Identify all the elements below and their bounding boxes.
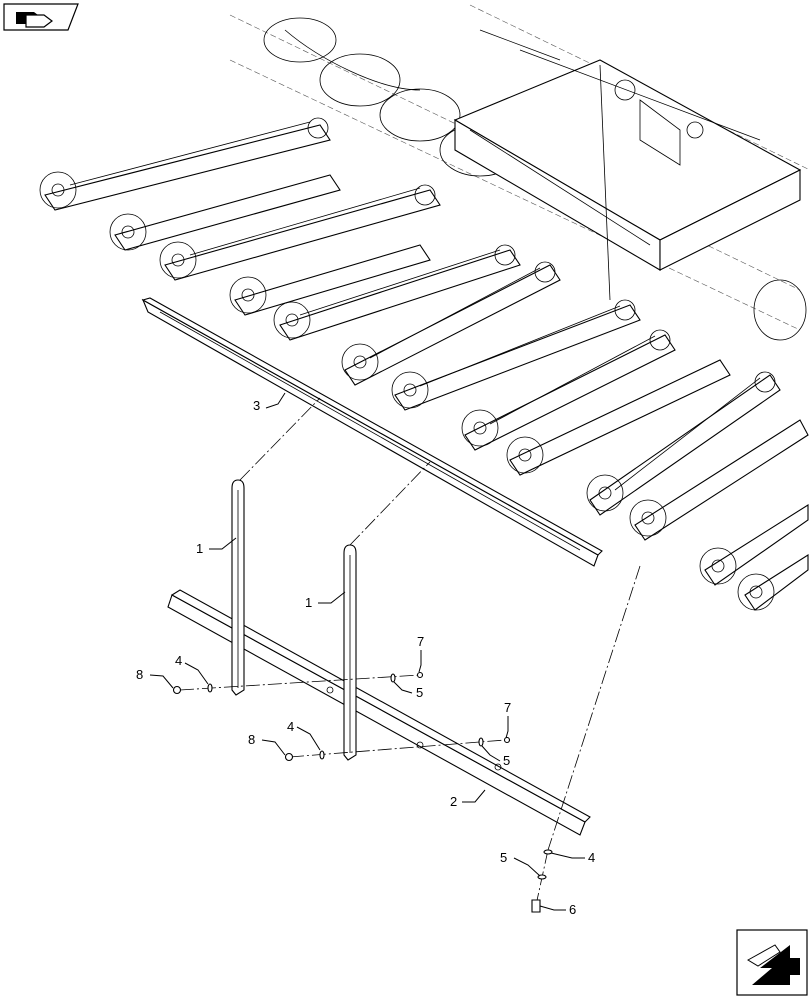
part-3-angle-strip[interactable] (141, 297, 603, 567)
row-unit (737, 553, 809, 611)
callout-4b: 4 (287, 719, 294, 734)
callout-7a: 7 (417, 634, 424, 649)
part-2-angle-strip[interactable] (167, 589, 591, 836)
callout-2: 2 (450, 794, 457, 809)
part-1-handle-left[interactable] (231, 479, 245, 696)
nut-5-left-icon (390, 673, 396, 683)
callout-5a: 5 (416, 685, 423, 700)
alignment-center-lines (179, 397, 641, 906)
row-unit (699, 504, 809, 586)
row-unit (506, 359, 731, 476)
row-unit (39, 117, 331, 211)
washer-4-right-icon (319, 750, 325, 760)
callout-4a: 4 (175, 653, 182, 668)
row-unit (391, 299, 641, 411)
row-unit (341, 261, 561, 386)
bolt-8-left-icon (172, 685, 182, 695)
row-unit (229, 244, 431, 316)
header-assembly-background (39, 4, 811, 611)
callout-8b: 8 (248, 732, 255, 747)
page-nav-icon[interactable] (3, 3, 79, 31)
callout-5c: 5 (500, 850, 507, 865)
row-unit (273, 244, 521, 341)
row-unit (461, 329, 676, 451)
callout-7b: 7 (504, 700, 511, 715)
callout-6: 6 (569, 902, 576, 917)
bolt-8-right-icon (284, 752, 294, 762)
callout-1b: 1 (305, 595, 312, 610)
row-unit (159, 184, 441, 281)
row-unit (109, 174, 341, 251)
callout-5b: 5 (503, 753, 510, 768)
callout-8a: 8 (136, 667, 143, 682)
nut-5-right-icon (478, 737, 484, 747)
nut-7-right-icon (503, 736, 511, 744)
bolt-6-icon (531, 899, 541, 913)
leader-lines (149, 392, 585, 911)
washer-4-bottom-icon (543, 849, 553, 855)
part-1-handle-right[interactable] (343, 544, 357, 761)
washer-4-left-icon (207, 683, 213, 693)
nut-7-left-icon (416, 671, 424, 679)
callout-4c: 4 (588, 850, 595, 865)
next-page-arrow-icon[interactable] (736, 929, 808, 996)
callout-3: 3 (253, 398, 260, 413)
row-unit (629, 419, 809, 541)
hardware (172, 671, 553, 913)
callout-1a: 1 (196, 541, 203, 556)
